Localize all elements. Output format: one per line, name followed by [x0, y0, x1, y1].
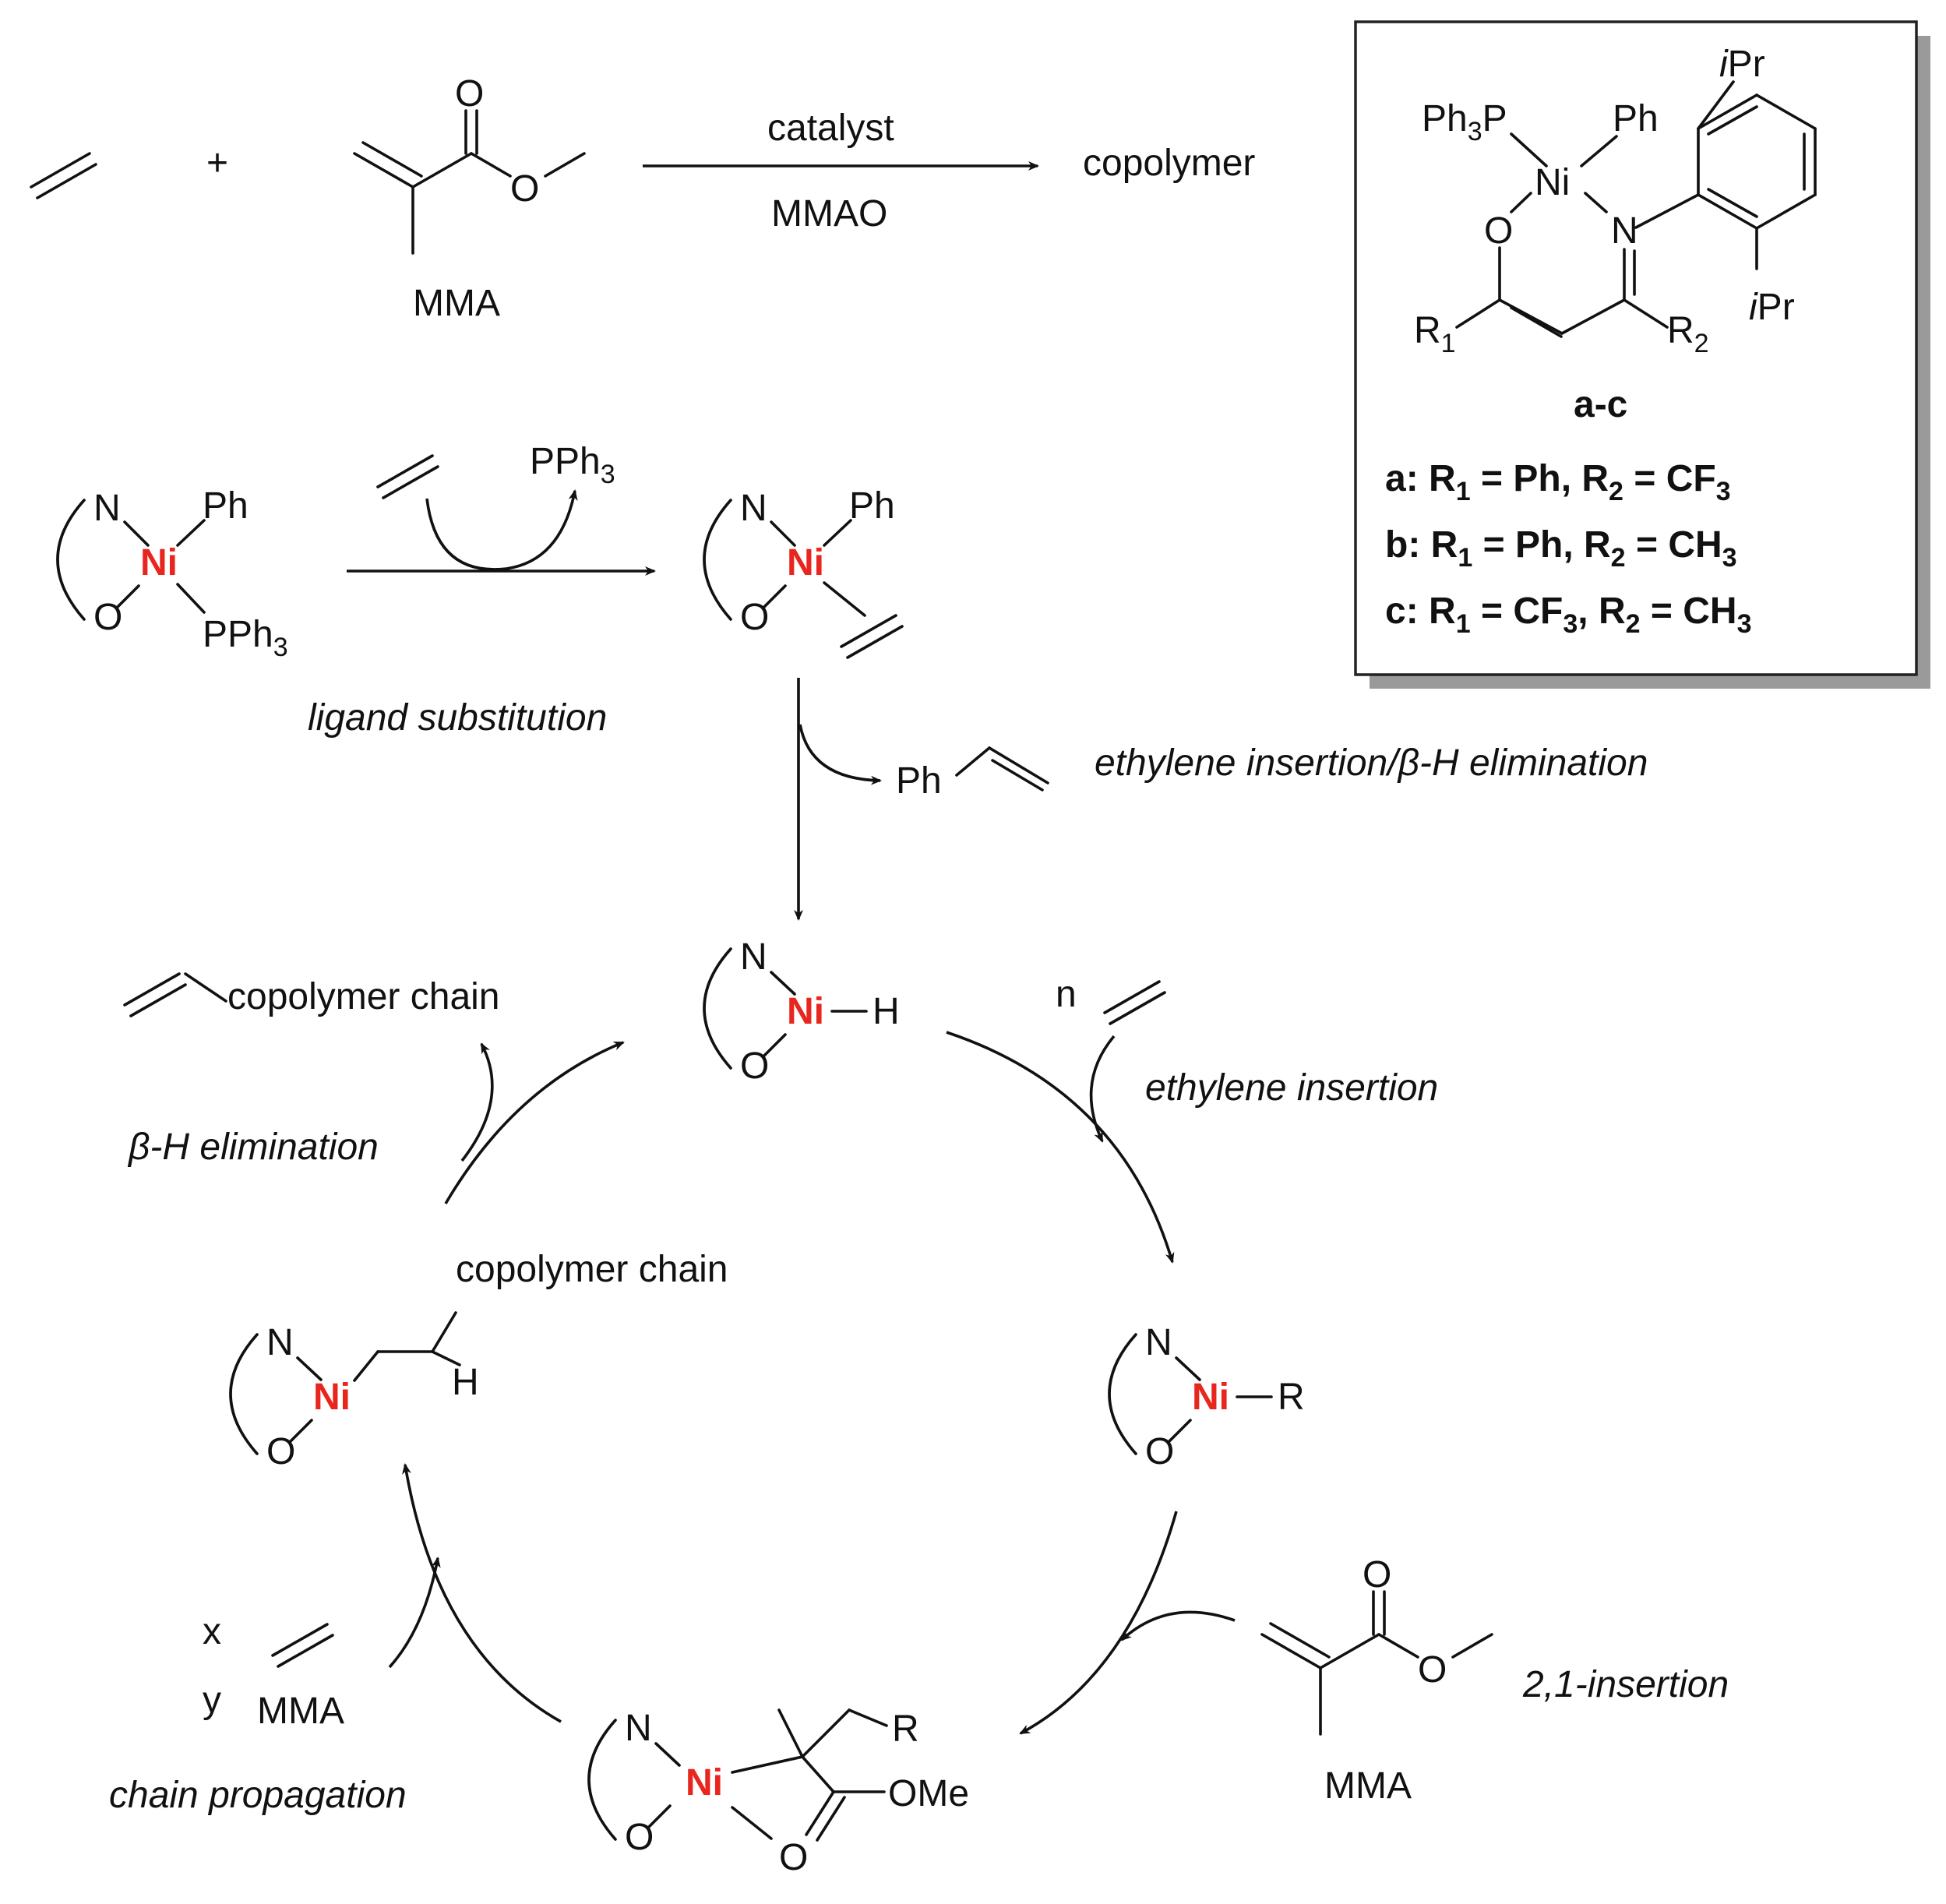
top-reaction: + O O MMA catalyst MMAO copolymer: [30, 73, 1255, 324]
copolymer-chain-label-mid: copolymer chain: [456, 1249, 728, 1290]
y-count: y: [203, 1680, 221, 1721]
styrene-vinyl: [955, 746, 1049, 792]
o-atom: O: [266, 1431, 295, 1472]
beta-h-elimination-label: β-H elimination: [127, 1127, 379, 1168]
cycle-arrow-top-left: [444, 1041, 625, 1204]
n-count: n: [1056, 974, 1077, 1015]
n-atom: N: [1145, 1322, 1172, 1363]
elimination-branch-arrow: [460, 1042, 494, 1162]
ni-chelate-complex: N Ni O O OMe R: [587, 1708, 969, 1878]
curved-arrow-ligand: [425, 489, 578, 571]
variant-c: c: R1 = CF3, R2 = CH3: [1385, 591, 1752, 639]
insertion-21-label: 2,1-insertion: [1522, 1664, 1729, 1705]
n-atom: N: [740, 488, 767, 529]
r-group: R: [892, 1708, 919, 1750]
pph3-leaving: PPh3: [530, 441, 615, 489]
o-atom: O: [740, 1045, 769, 1087]
ethylene-icon: [271, 1623, 334, 1668]
ni-atom: Ni: [140, 542, 178, 584]
ethylene-icon: [1103, 980, 1166, 1025]
precatalyst-complex: N Ni O Ph PPh3: [56, 485, 288, 662]
curved-arrow-styrene: [798, 724, 882, 785]
arrow-label-mmao: MMAO: [771, 193, 887, 234]
ester-o-label: O: [1418, 1649, 1447, 1691]
carbonyl-o-label: O: [455, 73, 484, 115]
o-atom: O: [625, 1817, 654, 1858]
mma-label: MMA: [413, 283, 500, 324]
ethylene-insertion-beta-label: ethylene insertion/β-H elimination: [1095, 742, 1648, 784]
ethylene-icon: [30, 152, 97, 199]
ipr-top-label: iPhPr: [1719, 44, 1765, 85]
mma-feed-arrow: [1120, 1610, 1236, 1641]
vinyl-terminated-chain: [123, 972, 227, 1017]
n-atom: N: [740, 936, 767, 978]
n-atom: N: [93, 488, 121, 529]
mma-structure: O O: [353, 73, 586, 255]
cycle-arrow-bottom-right: [1019, 1511, 1178, 1735]
mma-label-bottom: MMA: [1324, 1765, 1412, 1807]
carbonyl-o-label: O: [1363, 1554, 1391, 1595]
o-atom: O: [93, 597, 122, 638]
h-atom: H: [873, 991, 900, 1032]
ph-label: Ph: [849, 485, 895, 527]
r1-label: R1: [1414, 310, 1456, 358]
r2-label: R2: [1667, 310, 1709, 358]
ni-hydride-complex: N Ni O H: [703, 936, 900, 1087]
ni-atom: Ni: [787, 991, 824, 1032]
ni-atom: Ni: [313, 1377, 351, 1418]
cycle-arrow-top-right: [946, 1031, 1175, 1264]
ethylene-icon: [376, 454, 439, 499]
monomer-feed-arrow: [388, 1557, 441, 1669]
cycle-arrow-bottom-left: [402, 1463, 562, 1723]
compound-label: a-c: [1574, 384, 1627, 425]
ethylene-feed-arrow: [1089, 1035, 1116, 1143]
h-atom: H: [452, 1362, 479, 1403]
ester-o-label: O: [510, 168, 539, 210]
mma-feed-label: MMA: [257, 1691, 344, 1732]
ethylene-complex: N Ni O Ph: [703, 485, 904, 659]
catalyst-box: iPhPr Ph3P Ph Ni O N: [1354, 20, 1930, 689]
x-count: x: [203, 1611, 221, 1652]
o-atom: O: [1145, 1431, 1174, 1472]
pph3-label: PPh3: [203, 614, 288, 662]
ligand-substitution-label: ligand substitution: [308, 697, 607, 739]
o-atom: O: [740, 597, 769, 638]
ph3p-label: Ph3P: [1422, 98, 1507, 146]
o-label: O: [1484, 210, 1513, 252]
ethylene-insertion-label: ethylene insertion: [1145, 1067, 1438, 1109]
ni-atom: Ni: [686, 1762, 723, 1804]
plus-sign: +: [206, 143, 228, 184]
n-atom: N: [625, 1708, 652, 1749]
copolymer-chain-label-top: copolymer chain: [227, 976, 500, 1017]
ome-label: OMe: [888, 1773, 969, 1814]
ni-atom: Ni: [787, 542, 824, 584]
arrow-label-catalyst: catalyst: [767, 108, 894, 149]
variant-b: b: R1 = Ph, R2 = CH3: [1385, 524, 1737, 573]
mma-structure-bottom: O O: [1260, 1554, 1493, 1736]
chain-propagation-label: chain propagation: [109, 1775, 407, 1816]
styrene-ph: Ph: [896, 760, 942, 802]
ni-alkyl-complex: N Ni O R: [1108, 1322, 1305, 1472]
n-atom: N: [266, 1322, 294, 1363]
ph-label: Ph: [1613, 98, 1659, 139]
ni-atom: Ni: [1192, 1377, 1229, 1418]
r-group: R: [1278, 1377, 1305, 1418]
ph-label: Ph: [203, 485, 249, 527]
chelate-o-atom: O: [779, 1837, 808, 1878]
ni-chain-complex: N Ni O H: [229, 1311, 479, 1472]
product-label: copolymer: [1083, 143, 1255, 184]
catalyst-frame: [1354, 20, 1918, 676]
ipr-bottom-label: iPr: [1749, 287, 1795, 328]
n-label: N: [1611, 210, 1638, 252]
ni-label: Ni: [1535, 162, 1570, 203]
variant-a: a: R1 = Ph, R2 = CF3: [1385, 458, 1731, 506]
